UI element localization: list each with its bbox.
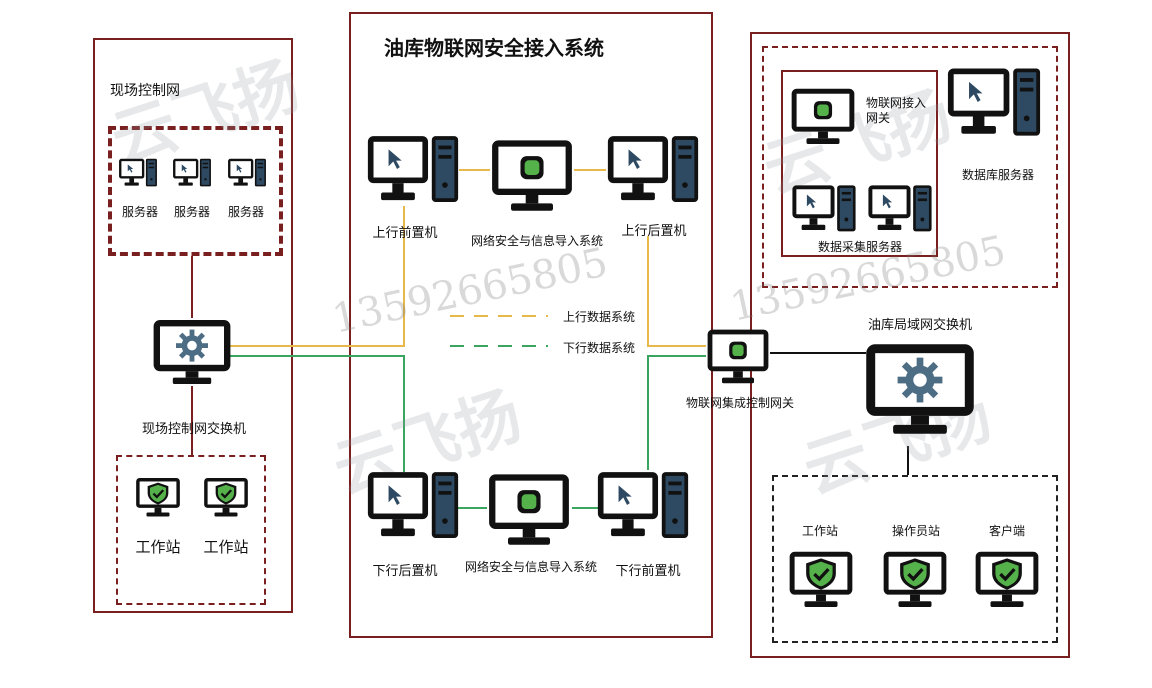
center-panel (349, 12, 713, 638)
upper-back-computer-icon (606, 134, 700, 206)
iot-access-gateway-label: 物联网接入网关 (866, 96, 927, 125)
client-label: 客户端 (988, 524, 1026, 538)
lan-switch-icon (864, 332, 976, 446)
upper-front-computer-icon (366, 134, 460, 206)
left-panel-title: 现场控制网 (110, 83, 180, 99)
client-shield-icon (788, 546, 854, 612)
client-label: 工作站 (801, 524, 839, 538)
lower-security-monitor-icon (487, 472, 571, 546)
client-shield-icon (974, 546, 1040, 612)
server-icon (227, 158, 267, 188)
upper-security-monitor-icon (490, 138, 574, 212)
server-label: 服务器 (227, 205, 265, 219)
upper-security-label: 网络安全与信息导入系统 (470, 234, 604, 248)
server-label: 服务器 (173, 205, 211, 219)
workstation-label: 工作站 (135, 538, 181, 556)
upper-front-label: 上行前置机 (372, 226, 438, 241)
legend-upstream-label: 上行数据系统 (563, 310, 636, 324)
collect-server-icon (790, 184, 858, 234)
workstation-shield-icon (135, 474, 181, 520)
page-title: 油库物联网安全接入系统 (384, 36, 604, 60)
workstation-shield-icon (203, 474, 249, 520)
upper-back-label: 上行后置机 (621, 224, 687, 239)
collect-server-icon (866, 184, 934, 234)
lower-front-computer-icon (596, 470, 690, 542)
legend-downstream-label: 下行数据系统 (563, 341, 636, 355)
server-icon (172, 158, 212, 188)
db-server-icon (946, 66, 1042, 140)
client-shield-icon (882, 546, 948, 612)
iot-control-gateway-icon (706, 326, 770, 386)
collect-server-label: 数据采集服务器 (817, 240, 903, 254)
client-group-box (772, 475, 1058, 643)
server-icon (118, 158, 158, 188)
iot-control-gateway-label: 物联网集成控制网关 (685, 396, 795, 410)
field-switch-icon (152, 318, 232, 386)
server-label: 服务器 (121, 205, 159, 219)
right-top-group-box (762, 46, 1058, 288)
gateway-group-box (781, 70, 938, 257)
client-label: 操作员站 (891, 524, 941, 538)
workstation-label: 工作站 (203, 538, 249, 556)
left-panel (93, 38, 293, 613)
lower-front-label: 下行前置机 (615, 564, 681, 579)
lan-switch-label: 油库局域网交换机 (867, 318, 973, 333)
lower-back-computer-icon (366, 470, 460, 542)
db-server-label: 数据库服务器 (961, 168, 1035, 182)
iot-access-gateway-icon (790, 86, 856, 146)
lower-back-label: 下行后置机 (372, 564, 438, 579)
lower-security-label: 网络安全与信息导入系统 (464, 560, 598, 574)
field-switch-label: 现场控制网交换机 (141, 422, 247, 437)
server-group-box (108, 126, 283, 256)
station-group-box (116, 455, 266, 605)
